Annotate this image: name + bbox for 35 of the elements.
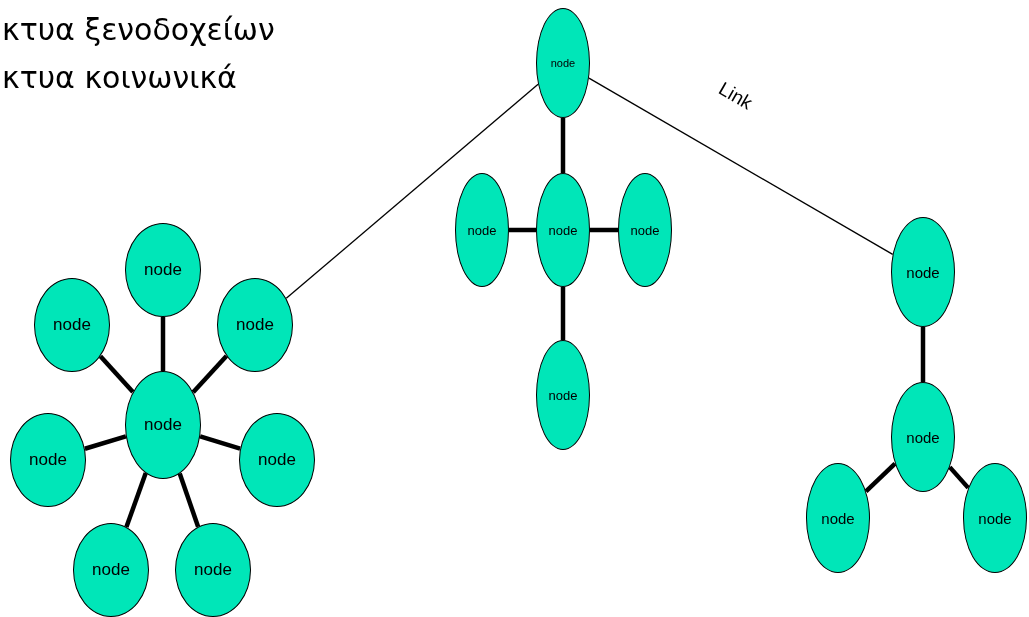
node-label: node xyxy=(236,315,274,335)
connector-line xyxy=(864,462,897,493)
node-label: node xyxy=(630,222,660,238)
connector-line xyxy=(98,354,135,394)
node-label: node xyxy=(548,387,578,403)
node-label: node xyxy=(906,263,940,281)
node-label: node xyxy=(550,57,576,69)
connector-line xyxy=(124,472,148,528)
connector-line xyxy=(191,354,229,394)
connector-line xyxy=(590,227,618,233)
node-label: node xyxy=(29,450,67,470)
connector-line xyxy=(509,227,536,233)
node-label: node xyxy=(53,315,91,335)
node-label: node xyxy=(194,560,232,580)
connector-line xyxy=(948,465,970,490)
node-label: node xyxy=(821,509,855,527)
node-label: node xyxy=(906,428,940,446)
node-label: node xyxy=(144,260,182,280)
node-label: node xyxy=(548,222,578,238)
connector-line xyxy=(560,118,566,173)
node-label: node xyxy=(467,222,497,238)
node-label: node xyxy=(144,415,182,435)
node-ellipse xyxy=(125,371,201,479)
node-label: node xyxy=(92,560,130,580)
node-label: node xyxy=(258,450,296,470)
connector-line xyxy=(285,83,539,299)
connector-line xyxy=(160,317,166,371)
connector-line xyxy=(199,434,241,451)
node-label: node xyxy=(978,509,1012,527)
title-text: κτυα ξενοδοχείων xyxy=(2,12,275,47)
connector-line xyxy=(920,327,926,382)
title-text: κτυα κοινωνικά xyxy=(2,60,237,95)
connector-line xyxy=(560,287,566,340)
connector-line xyxy=(177,472,201,528)
connector-line xyxy=(84,434,127,451)
